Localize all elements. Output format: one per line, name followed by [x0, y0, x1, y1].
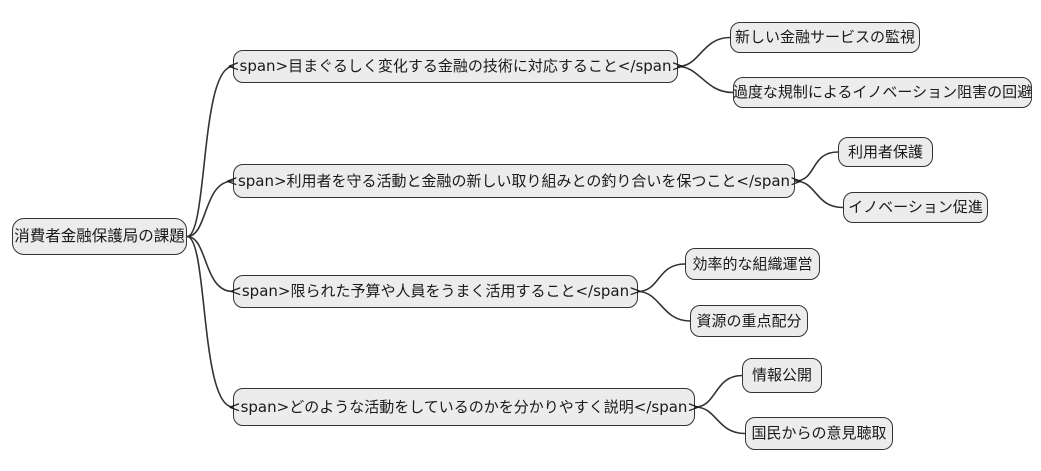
child-node-3-1: 効率的な組織運営 [685, 248, 820, 280]
branch-node-1: <span>目まぐるしく変化する金融の技術に対応すること</span> [227, 50, 684, 83]
edge-branch2-child2 [794, 180, 844, 209]
edge-branch1-child1 [677, 36, 731, 68]
child-node-2-1: 利用者保護 [838, 137, 933, 167]
branch-node-3: <span>限られた予算や人員をうまく活用すること</span> [229, 275, 642, 308]
edge-root-branch1 [186, 65, 234, 238]
child-node-3-2: 資源の重点配分 [690, 305, 808, 337]
edge-root-branch2 [186, 180, 234, 238]
branch-node-4: <span>どのような活動をしているのかを分かりやすく説明</span> [228, 388, 700, 426]
edge-root-branch4 [186, 235, 234, 408]
edge-root-branch3 [186, 235, 234, 293]
edge-branch3-child1 [637, 263, 686, 293]
edge-branch2-child1 [794, 151, 839, 182]
branch-node-2: <span>利用者を守る活動と金融の新しい取り組みとの釣り合いを保つこと</sp… [225, 164, 803, 198]
child-node-1-1: 新しい金融サービスの監視 [730, 22, 920, 53]
child-node-1-2: 過度な規制によるイノベーション阻害の回避 [733, 77, 1032, 108]
edge-branch4-child1 [694, 374, 743, 408]
child-node-4-1: 情報公開 [742, 358, 822, 393]
edge-branch1-child2 [677, 65, 734, 94]
edge-branch4-child2 [694, 406, 746, 435]
child-node-2-2: イノベーション促進 [843, 192, 988, 223]
child-node-4-2: 国民からの意見聴取 [745, 417, 893, 450]
edge-branch3-child2 [637, 290, 691, 322]
root-node: 消費者金融保護局の課題 [12, 218, 187, 255]
